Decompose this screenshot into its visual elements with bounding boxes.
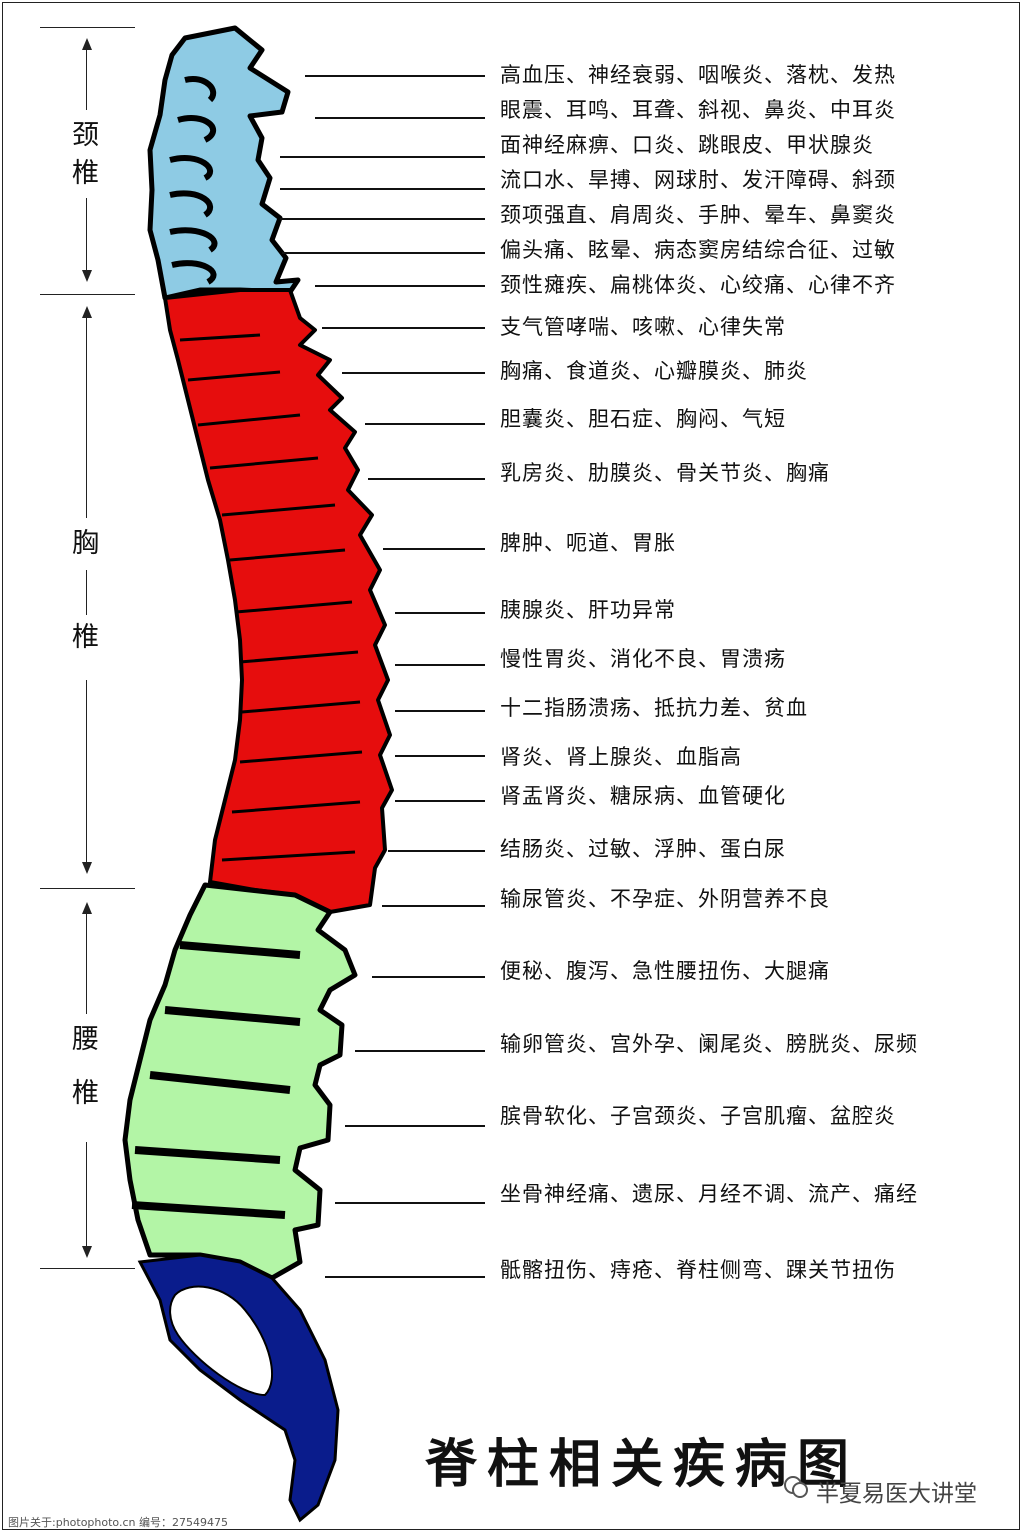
- disease-text: 肾盂肾炎、糖尿病、血管硬化: [500, 784, 786, 808]
- thoracic-label-1: 胸: [72, 528, 99, 559]
- disease-text: 输卵管炎、宫外孕、阑尾炎、膀胱炎、尿频: [500, 1032, 918, 1056]
- leader-line: [395, 664, 485, 666]
- disease-text: 胸痛、食道炎、心瓣膜炎、肺炎: [500, 359, 808, 383]
- leader-line: [388, 850, 485, 852]
- leader-line: [280, 156, 485, 158]
- leader-line: [365, 423, 485, 425]
- disease-text: 眼震、耳鸣、耳聋、斜视、鼻炎、中耳炎: [500, 98, 896, 122]
- bracket-vertical: [86, 50, 87, 110]
- bracket-thoracic-lumbar-line: [40, 888, 135, 889]
- disease-text: 膑骨软化、子宫颈炎、子宫肌瘤、盆腔炎: [500, 1104, 896, 1128]
- cervical-label-2: 椎: [72, 158, 99, 189]
- disease-text: 坐骨神经痛、遗尿、月经不调、流产、痛经: [500, 1182, 918, 1206]
- bracket-bottom-line: [40, 1268, 135, 1269]
- watermark-source: 图片关于:photophoto.cn 编号：27549475: [8, 1516, 228, 1529]
- disease-text: 输尿管炎、不孕症、外阴营养不良: [500, 887, 830, 911]
- leader-line: [280, 188, 485, 190]
- leader-line: [395, 800, 485, 802]
- leader-line: [335, 1202, 485, 1204]
- disease-text: 偏头痛、眩晕、病态窦房结综合征、过敏: [500, 238, 896, 262]
- disease-text: 颈项强直、肩周炎、手肿、晕车、鼻窦炎: [500, 203, 896, 227]
- leader-line: [395, 755, 485, 757]
- arrow-up-icon: [82, 902, 92, 914]
- cervical-segment: [147, 25, 301, 301]
- watermark-brand: 半夏易医大讲堂: [816, 1481, 977, 1507]
- thoracic-vertebrae: [163, 288, 394, 914]
- leader-line: [372, 976, 485, 978]
- disease-text: 颈性瘫疾、扁桃体炎、心绞痛、心律不齐: [500, 273, 896, 297]
- bracket-vertical: [86, 1142, 87, 1246]
- leader-line: [342, 372, 485, 374]
- thoracic-segment: [163, 288, 394, 914]
- leader-line: [305, 75, 485, 77]
- leader-line: [368, 478, 485, 480]
- lumbar-label-1: 腰: [72, 1024, 99, 1055]
- arrow-down-icon: [82, 1246, 92, 1258]
- disease-text: 高血压、神经衰弱、咽喉炎、落枕、发热: [500, 63, 896, 87]
- disease-text: 脾肿、呃道、胃胀: [500, 531, 676, 555]
- bracket-vertical: [86, 198, 87, 270]
- bracket-vertical: [86, 680, 87, 862]
- bracket-vertical: [86, 914, 87, 1014]
- disease-text: 便秘、腹泻、急性腰扭伤、大腿痛: [500, 959, 830, 983]
- disease-text: 乳房炎、肋膜炎、骨关节炎、胸痛: [500, 461, 830, 485]
- disease-text: 肾炎、肾上腺炎、血脂高: [500, 745, 742, 769]
- sacrum-foramen: [169, 1285, 273, 1397]
- leader-line: [395, 612, 485, 614]
- leader-line: [282, 252, 485, 254]
- cervical-label-1: 颈: [72, 120, 99, 151]
- leader-line: [382, 905, 485, 907]
- disease-text: 结肠炎、过敏、浮肿、蛋白尿: [500, 837, 786, 861]
- leader-line: [315, 285, 485, 287]
- disease-text: 胰腺炎、肝功异常: [500, 598, 676, 622]
- bracket-cervical-thoracic-line: [40, 294, 135, 295]
- disease-text: 胆囊炎、胆石症、胸闷、气短: [500, 407, 786, 431]
- leader-line: [345, 1125, 485, 1127]
- wechat-icon: [784, 1476, 808, 1498]
- arrow-up-icon: [82, 38, 92, 50]
- lumbar-label-2: 椎: [72, 1078, 99, 1109]
- leader-line: [325, 1276, 485, 1278]
- bracket-top-line: [40, 27, 135, 28]
- cervical-notch: [169, 76, 218, 285]
- disease-text: 流口水、旱搏、网球肘、发汗障碍、斜颈: [500, 168, 896, 192]
- disease-text: 骶髂扭伤、痔疮、脊柱侧弯、踝关节扭伤: [500, 1258, 896, 1282]
- leader-line: [322, 327, 485, 329]
- disease-text: 支气管哮喘、咳嗽、心律失常: [500, 315, 786, 339]
- bracket-vertical: [86, 318, 87, 518]
- leader-line: [383, 548, 485, 550]
- disease-text: 面神经麻痹、口炎、跳眼皮、甲状腺炎: [500, 133, 874, 157]
- sacrum: [137, 1253, 340, 1523]
- lumbar-disc-lines: [131, 941, 301, 1219]
- arrow-down-icon: [82, 862, 92, 874]
- arrow-up-icon: [82, 306, 92, 318]
- cervical-vertebrae: [147, 25, 301, 301]
- thoracic-label-2: 椎: [72, 622, 99, 653]
- bracket-vertical: [86, 570, 87, 615]
- leader-line: [280, 218, 485, 220]
- arrow-down-icon: [82, 270, 92, 282]
- disease-text: 慢性胃炎、消化不良、胃溃疡: [500, 647, 786, 671]
- leader-line: [355, 1050, 485, 1052]
- disease-text: 十二指肠溃疡、抵抗力差、贫血: [500, 696, 808, 720]
- lumbar-vertebrae: [122, 882, 358, 1281]
- chart-title: 脊柱相关疾病图: [425, 1434, 860, 1495]
- leader-line: [315, 117, 485, 119]
- leader-line: [395, 710, 485, 712]
- thoracic-disc-lines: [179, 333, 363, 862]
